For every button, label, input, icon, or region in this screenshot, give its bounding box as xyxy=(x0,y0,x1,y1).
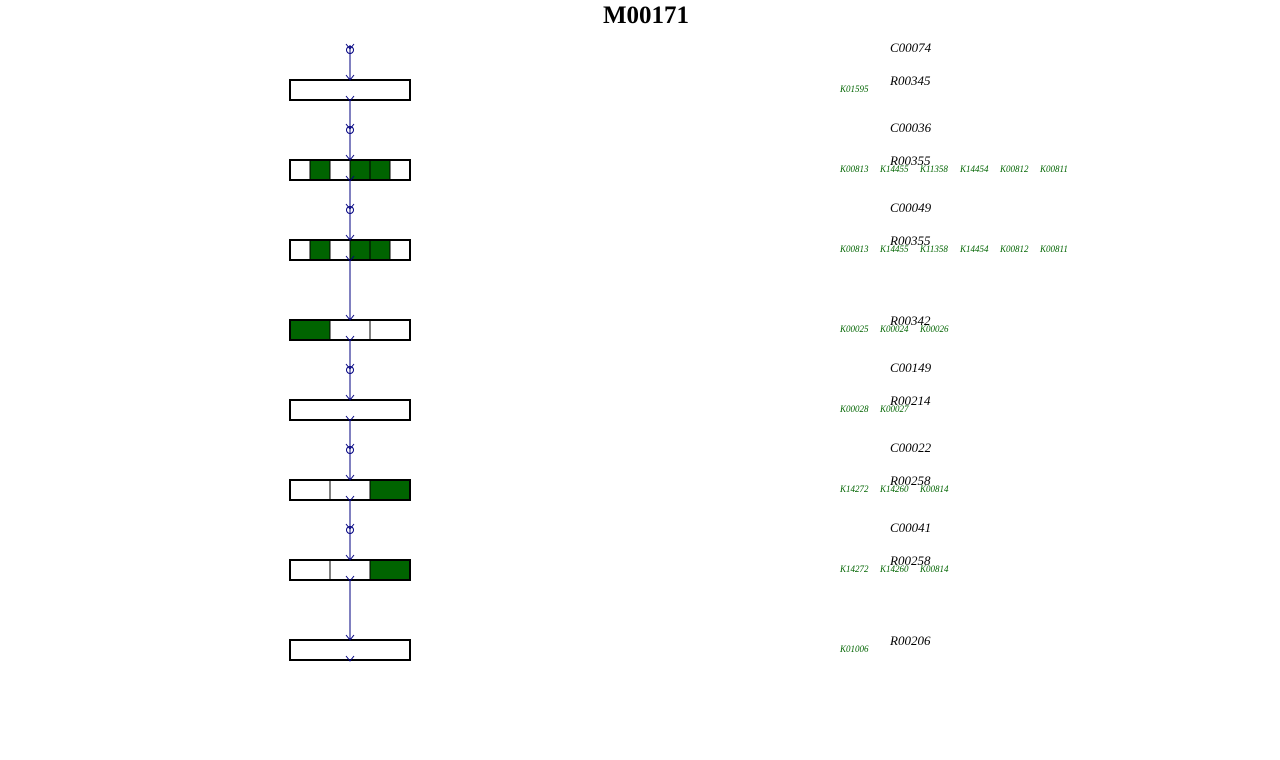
arrow-head xyxy=(345,394,355,401)
arrow-head xyxy=(345,255,355,262)
ko-label: K14260 xyxy=(880,564,909,574)
segment-present xyxy=(369,479,411,501)
segment-present xyxy=(309,159,331,181)
ko-label: K11358 xyxy=(920,244,948,254)
compound-label: C00149 xyxy=(890,360,932,375)
compound-node xyxy=(346,446,354,454)
segment-absent xyxy=(289,479,331,501)
segment-absent xyxy=(289,159,311,181)
ko-label: K00025 xyxy=(840,324,869,334)
ko-label: K00811 xyxy=(1040,164,1068,174)
ko-label: K00814 xyxy=(920,484,949,494)
segment-absent xyxy=(329,479,371,501)
ko-label: K00812 xyxy=(1000,164,1029,174)
compound-label: C00036 xyxy=(890,120,932,135)
arrow-head xyxy=(345,363,355,370)
segment-present xyxy=(309,239,331,261)
ko-label: K00027 xyxy=(880,404,909,414)
segment-absent xyxy=(389,159,411,181)
arrow-head xyxy=(345,234,355,241)
ko-label: K11358 xyxy=(920,164,948,174)
reaction-label: R00345 xyxy=(890,73,931,88)
ko-label: K14455 xyxy=(880,164,909,174)
arrow-head xyxy=(345,43,355,50)
arrow-head xyxy=(345,203,355,210)
segment-absent xyxy=(389,239,411,261)
compound-node xyxy=(346,126,354,134)
reaction-label: R00355 xyxy=(890,233,931,248)
ko-label: K00811 xyxy=(1040,244,1068,254)
compound-node xyxy=(346,46,354,54)
module-title: M00171 xyxy=(602,2,690,29)
reaction-label: R00258 xyxy=(890,553,931,568)
arrow-head xyxy=(345,554,355,561)
segment-absent xyxy=(289,239,311,261)
ko-label: K01006 xyxy=(840,644,869,654)
arrow-head xyxy=(345,655,355,662)
ko-label: K14455 xyxy=(880,244,909,254)
arrow-head xyxy=(345,443,355,450)
segment-absent xyxy=(329,559,371,581)
arrow-head xyxy=(345,175,355,182)
compound-node xyxy=(346,206,354,214)
ko-label: K14272 xyxy=(840,484,869,494)
compound-label: C00041 xyxy=(890,520,932,535)
segment-absent xyxy=(289,559,331,581)
ko-label: K01595 xyxy=(840,84,869,94)
ko-label: K14272 xyxy=(840,564,869,574)
arrow-head xyxy=(345,523,355,530)
ko-label: K14260 xyxy=(880,484,909,494)
arrow-head xyxy=(345,495,355,502)
arrow-head xyxy=(345,415,355,422)
ko-label: K00026 xyxy=(920,324,949,334)
segment-absent xyxy=(289,639,411,661)
segment-absent xyxy=(329,319,371,341)
compound-node xyxy=(346,366,354,374)
segment-present xyxy=(369,239,391,261)
reaction-label: R00258 xyxy=(890,473,931,488)
arrow-head xyxy=(345,634,355,641)
ko-label: K00024 xyxy=(880,324,909,334)
arrow-head xyxy=(345,335,355,342)
compound-label: C00049 xyxy=(890,200,932,215)
segment-absent xyxy=(289,79,411,101)
arrow-head xyxy=(345,74,355,81)
arrow-head xyxy=(345,474,355,481)
compound-label: C00022 xyxy=(890,440,932,455)
arrow-head xyxy=(345,575,355,582)
ko-label: K00814 xyxy=(920,564,949,574)
ko-label: K00812 xyxy=(1000,244,1029,254)
ko-label: K00813 xyxy=(840,164,869,174)
arrow-head xyxy=(345,123,355,130)
reaction-label: R00355 xyxy=(890,153,931,168)
segment-absent xyxy=(369,319,411,341)
segment-present xyxy=(369,159,391,181)
ko-label: K14454 xyxy=(960,244,989,254)
compound-node xyxy=(346,526,354,534)
arrow-head xyxy=(345,95,355,102)
ko-label: K14454 xyxy=(960,164,989,174)
reaction-label: R00214 xyxy=(890,393,931,408)
ko-label: K00028 xyxy=(840,404,869,414)
segment-present xyxy=(289,319,331,341)
arrow-head xyxy=(345,154,355,161)
reaction-label: R00342 xyxy=(890,313,931,328)
segment-absent xyxy=(289,399,411,421)
reaction-label: R00206 xyxy=(890,633,931,648)
ko-label: K00813 xyxy=(840,244,869,254)
arrow-head xyxy=(345,314,355,321)
compound-label: C00074 xyxy=(890,40,932,55)
segment-present xyxy=(369,559,411,581)
